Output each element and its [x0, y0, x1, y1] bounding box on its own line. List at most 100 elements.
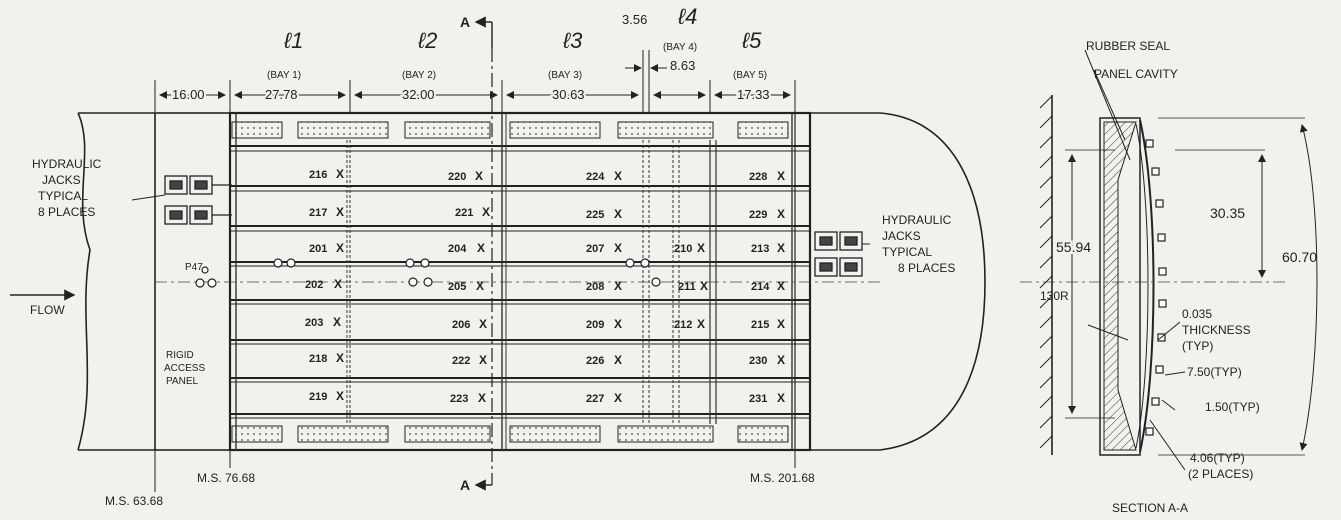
gauge-208: 208 — [586, 281, 604, 293]
dim-60-70: 60.70 — [1282, 249, 1317, 265]
svg-text:X: X — [479, 317, 487, 331]
gauge-210: 210 — [674, 243, 692, 255]
gauge-220: 220 — [448, 171, 466, 183]
svg-text:X: X — [614, 169, 622, 183]
dim-30-63: 30.63 — [552, 87, 585, 102]
gauge-206: 206 — [452, 319, 470, 331]
station-63-68: M.S. 63.68 — [105, 494, 163, 508]
gauge-227: 227 — [586, 393, 604, 405]
svg-text:X: X — [700, 279, 708, 293]
svg-text:X: X — [777, 353, 785, 367]
gauge-230: 230 — [749, 355, 767, 367]
dim-7-50: 7.50(TYP) — [1187, 365, 1242, 379]
svg-text:X: X — [614, 207, 622, 221]
dim-27-78: 27.78 — [265, 87, 298, 102]
gauge-214: 214 — [751, 281, 770, 293]
station-76-68: M.S. 76.68 — [197, 471, 255, 485]
right-jacks-note: HYDRAULIC JACKS TYPICAL 8 PLACES — [882, 213, 955, 275]
svg-text:X: X — [482, 205, 490, 219]
gauge-231: 231 — [749, 393, 767, 405]
stiffeners — [230, 145, 810, 419]
radius-130r: 130R — [1040, 289, 1069, 303]
gauge-202: 202 — [305, 279, 323, 291]
test-panel-plan-view: A A — [10, 14, 986, 493]
rigid-access-panel — [154, 112, 231, 451]
rubber-seal-label: RUBBER SEAL — [1086, 39, 1170, 53]
gauge-217: 217 — [309, 207, 327, 219]
svg-text:X: X — [336, 389, 344, 403]
flow-label: FLOW — [30, 303, 65, 317]
pressure-taps — [195, 258, 661, 288]
gauge-211: 211 — [678, 281, 696, 293]
svg-text:X: X — [697, 241, 705, 255]
bay-2-symbol: ℓ2 — [417, 28, 437, 53]
svg-text:X: X — [334, 277, 342, 291]
svg-text:X: X — [475, 169, 483, 183]
svg-text:X: X — [614, 391, 622, 405]
dim-3-56: 3.56 — [622, 12, 647, 27]
dim-17-33: 17.33 — [737, 87, 770, 102]
gauge-213: 213 — [751, 243, 769, 255]
svg-text:X: X — [777, 279, 785, 293]
gauge-223: 223 — [450, 393, 468, 405]
bay-1-label: (BAY 1) — [267, 70, 301, 81]
gauge-209: 209 — [586, 319, 604, 331]
bay-3-label: (BAY 3) — [548, 70, 582, 81]
section-marker-bottom: A — [460, 477, 470, 493]
section-line-a-a — [474, 16, 493, 491]
svg-text:X: X — [614, 317, 622, 331]
gauge-225: 225 — [586, 209, 604, 221]
section-a-a-title: SECTION A-A — [1112, 501, 1188, 515]
gauge-226: 226 — [586, 355, 604, 367]
strain-gauge-labels: 216 217 201 202 203 218 219 220 221 204 … — [305, 169, 770, 405]
bay-5-symbol: ℓ5 — [741, 28, 762, 53]
gauge-222: 222 — [452, 355, 470, 367]
dim-55-94: 55.94 — [1056, 239, 1091, 255]
dim-8-63: 8.63 — [670, 58, 695, 73]
gauge-218: 218 — [309, 353, 327, 365]
svg-text:X: X — [479, 353, 487, 367]
left-jacks-note: HYDRAULIC JACKS TYPICAL 8 PLACES — [32, 157, 105, 219]
gauge-203: 203 — [305, 317, 323, 329]
gauge-205: 205 — [448, 281, 466, 293]
svg-text:X: X — [697, 317, 705, 331]
gauge-228: 228 — [749, 171, 767, 183]
top-edge-blocks — [231, 121, 789, 139]
gauge-224: 224 — [586, 171, 605, 183]
svg-text:X: X — [336, 241, 344, 255]
svg-text:X: X — [336, 167, 344, 181]
gauge-216: 216 — [309, 169, 327, 181]
gauge-219: 219 — [309, 391, 327, 403]
section-marker-top: A — [460, 14, 470, 30]
svg-text:X: X — [336, 351, 344, 365]
svg-text:X: X — [336, 205, 344, 219]
panel-cavity-label: PANEL CAVITY — [1094, 67, 1178, 81]
top-dimensions — [154, 50, 796, 112]
bottom-edge-blocks — [231, 425, 789, 443]
dim-1-50: 1.50(TYP) — [1205, 400, 1260, 414]
svg-text:X: X — [614, 353, 622, 367]
svg-text:X: X — [478, 391, 486, 405]
section-a-a-view — [1020, 49, 1318, 471]
thickness-note: 0.035 THICKNESS (TYP) — [1182, 307, 1254, 353]
bay-1-symbol: ℓ1 — [283, 28, 303, 53]
svg-text:X: X — [777, 207, 785, 221]
rigid-access-panel-label: RIGID ACCESS PANEL — [164, 350, 208, 387]
dim-16-00: 16.00 — [172, 87, 205, 102]
right-jack-symbols — [814, 231, 863, 277]
bay-4-label: (BAY 4) — [663, 42, 697, 53]
svg-text:X: X — [777, 169, 785, 183]
gauge-212: 212 — [674, 319, 692, 331]
svg-text:X: X — [477, 241, 485, 255]
bay-3-symbol: ℓ3 — [562, 28, 583, 53]
svg-text:X: X — [476, 279, 484, 293]
gauge-204: 204 — [448, 243, 467, 255]
svg-text:X: X — [777, 317, 785, 331]
left-jack-symbols — [164, 175, 232, 225]
gauge-215: 215 — [751, 319, 769, 331]
gauge-229: 229 — [749, 209, 767, 221]
svg-text:X: X — [614, 241, 622, 255]
station-201-68: M.S. 201.68 — [750, 471, 815, 485]
svg-text:X: X — [333, 315, 341, 329]
